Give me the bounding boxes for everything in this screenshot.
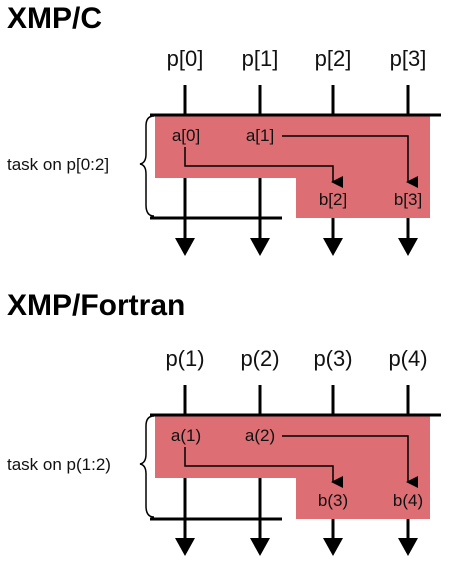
processor-label: p(1) (165, 346, 204, 371)
destination-label: b(4) (393, 491, 423, 510)
processor-label: p(2) (240, 346, 279, 371)
arrow-down-icon (398, 538, 418, 556)
transfer-arrow (184, 447, 343, 488)
xmp-fortran-panel: XMP/Fortran p(1) p(2) p(3) p(4) (0, 287, 450, 569)
transfer-arrow (282, 435, 418, 488)
processor-label: p[2] (315, 46, 352, 71)
xmp-c-panel: XMP/C p[0] p[1] p[2] (0, 0, 450, 282)
source-label: a[1] (246, 126, 274, 145)
source-label: a(1) (171, 426, 201, 445)
processor-label: p[3] (390, 46, 427, 71)
processor-label: p[1] (242, 46, 279, 71)
transfer-arrow (282, 135, 418, 188)
arrow-down-icon (323, 538, 343, 556)
arrow-down-icon (250, 238, 270, 256)
transfer-arrow (184, 147, 343, 188)
arrow-down-icon (175, 238, 195, 256)
source-label: a[0] (172, 126, 200, 145)
destination-label: b[3] (394, 190, 422, 209)
xmp-fortran-diagram: p(1) p(2) p(3) p(4) task on p(1:2) a(1) … (7, 346, 441, 556)
arrow-down-icon (175, 538, 195, 556)
processor-label: p(4) (388, 346, 427, 371)
panel-title: XMP/Fortran (7, 289, 186, 322)
processor-lifelines (175, 385, 418, 556)
processor-label: p[0] (167, 46, 204, 71)
arrow-down-icon (250, 538, 270, 556)
destination-label: b[2] (319, 190, 347, 209)
arrow-down-icon (323, 238, 343, 256)
task-region (155, 415, 430, 519)
destination-label: b(3) (318, 491, 348, 510)
processor-lifelines (175, 85, 418, 256)
arrow-down-icon (398, 238, 418, 256)
task-brace (139, 415, 155, 518)
xmp-c-diagram: p[0] p[1] p[2] p[3] task on p[0:2] a[0] … (7, 46, 441, 256)
task-label: task on p(1:2) (7, 455, 111, 474)
processor-label: p(3) (313, 346, 352, 371)
panel-title: XMP/C (7, 2, 103, 35)
source-label: a(2) (245, 426, 275, 445)
task-label: task on p[0:2] (7, 155, 109, 174)
task-brace (139, 115, 155, 217)
